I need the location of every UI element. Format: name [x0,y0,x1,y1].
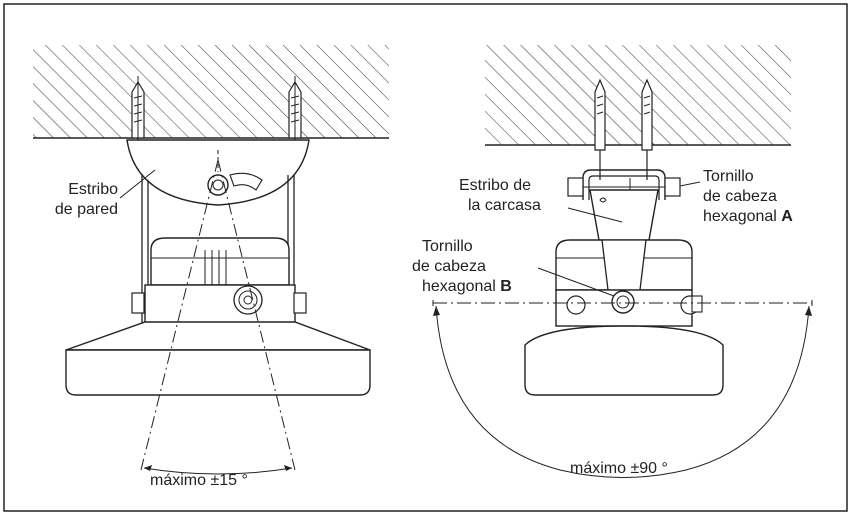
leader-screw-b [537,267,615,297]
label-wall-bracket-1: Estribo [68,181,118,198]
anchor-bolt-left-1 [131,76,145,140]
label-screw-a-2: de cabeza [703,188,777,205]
label-screw-a-3: hexagonal A [703,208,793,225]
label-screw-a-1: Tornillo [703,168,754,185]
hex-screw-a-left [567,177,584,197]
leader-screw-a [679,181,701,187]
anchor-bolt-left-2 [288,76,302,140]
antenna-flange-left [65,349,371,396]
label-screw-b-letter: B [500,278,512,295]
label-angle-right: máximo ±90 ° [570,460,668,477]
housing-top-left [150,237,290,286]
leader-wall-bracket [119,169,156,199]
anchor-bolt-right-2 [641,78,653,180]
antenna-dome-right [524,325,724,396]
left-figure [33,45,389,475]
hex-screw-a-right [664,177,681,197]
right-figure [432,45,813,478]
label-screw-b-3-text: hexagonal [422,278,496,295]
leader-housing-bracket [567,207,623,223]
label-screw-b-1: Tornillo [422,238,473,255]
label-screw-b-3: hexagonal B [422,278,512,295]
label-screw-a-letter: A [781,208,793,225]
wall-bracket [126,139,310,206]
ceiling-hatch-left [33,45,389,138]
label-screw-b-2: de cabeza [412,258,486,275]
outer-border [3,3,848,512]
label-housing-bracket-1: Estribo de [459,177,531,194]
ceiling-hatch-right [485,45,791,145]
label-wall-bracket-2: de pared [55,201,118,218]
label-screw-a-3-text: hexagonal [703,208,777,225]
label-housing-bracket-2: la carcasa [468,197,541,214]
anchor-bolt-right-1 [594,78,606,180]
label-angle-left: máximo ±15 ° [150,472,248,489]
